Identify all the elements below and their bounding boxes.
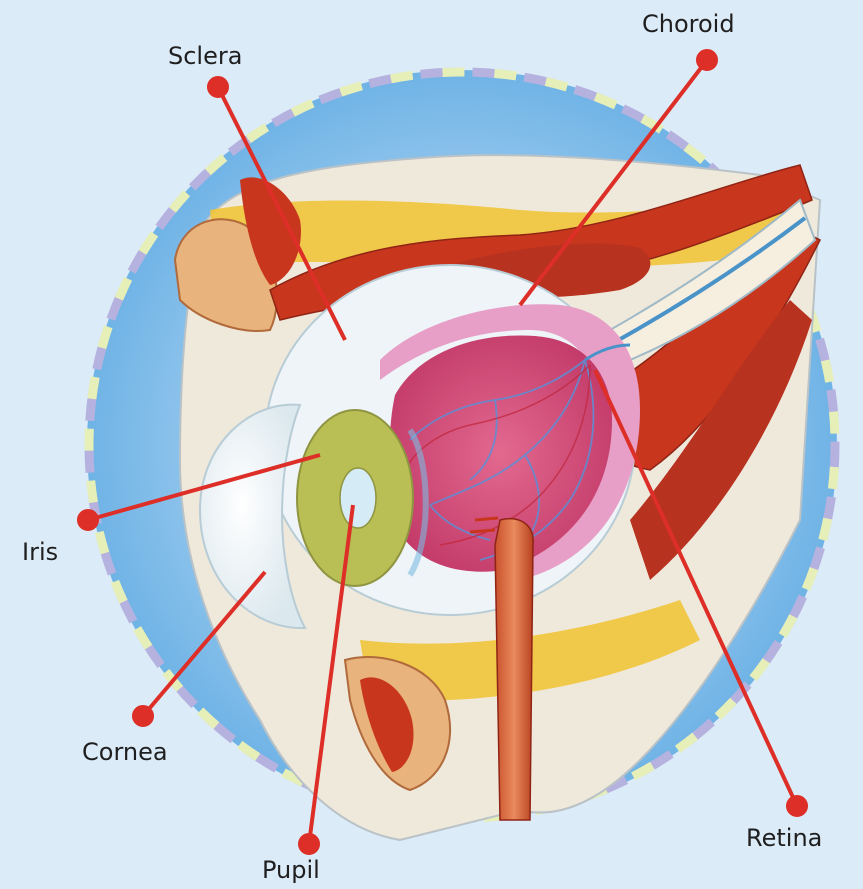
sclera-label: Sclera: [168, 42, 242, 70]
cornea-label: Cornea: [82, 738, 168, 766]
iris-leader-dot: [79, 511, 97, 529]
choroid-leader-dot: [698, 51, 716, 69]
cornea-leader-dot: [134, 707, 152, 725]
choroid-label: Choroid: [642, 10, 735, 38]
retina-label: Retina: [746, 824, 822, 852]
iris-label: Iris: [22, 538, 58, 566]
pupil-leader-dot: [300, 835, 318, 853]
sclera-leader-dot: [209, 78, 227, 96]
pupil-label: Pupil: [262, 856, 320, 884]
retina-leader-dot: [788, 797, 806, 815]
lower-nerve: [495, 519, 533, 820]
pupil-shape: [340, 468, 376, 528]
